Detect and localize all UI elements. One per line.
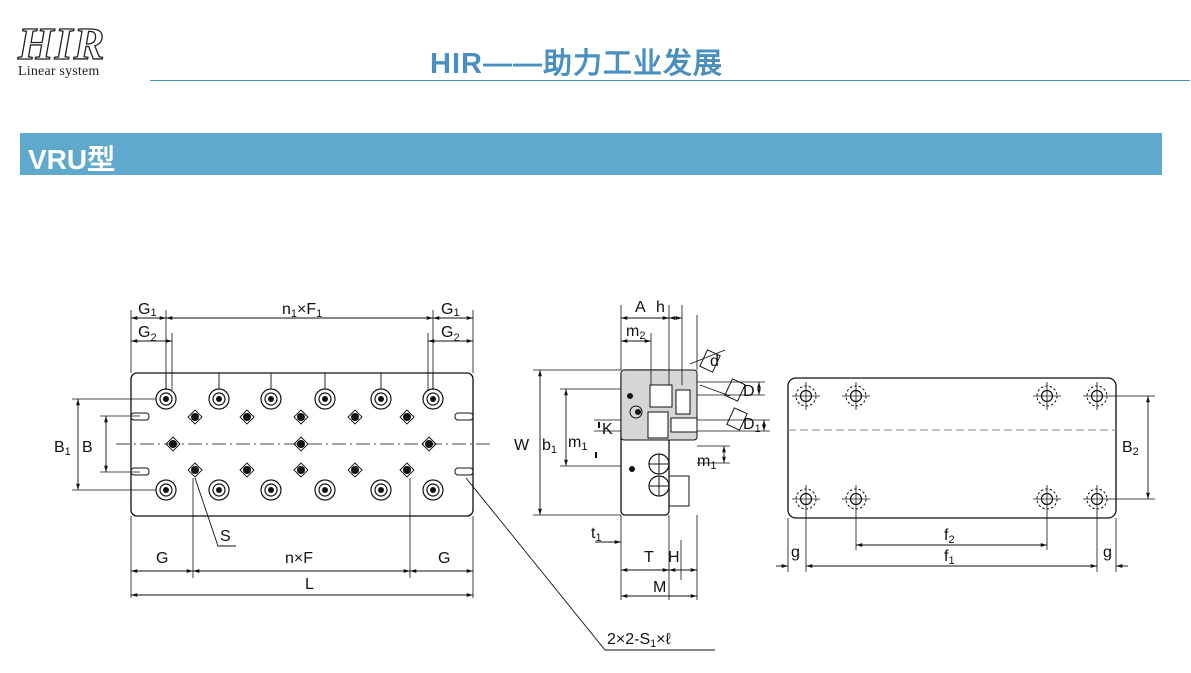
dim-g-small-right: g	[1103, 544, 1112, 561]
dim-f2: f2	[944, 527, 955, 546]
callout-s1: 2×2-S1×ℓ	[607, 631, 671, 650]
s1-leader	[465, 477, 715, 651]
page-title: HIR——助力工业发展	[430, 48, 723, 80]
dim-w: W	[514, 437, 530, 454]
dim-f1: f1	[944, 548, 955, 567]
dim-k: K	[602, 421, 613, 438]
dim-g-right: G	[438, 550, 450, 567]
dim-b1: B1	[54, 439, 71, 458]
front-view: G1 G2 n1×F1 G1 G2 B1 B S G n×F G L	[54, 301, 715, 651]
section-title: VRU型	[28, 144, 116, 175]
dim-m2: m2	[626, 323, 645, 342]
dim-d-small: d	[710, 353, 719, 370]
dim-g-left: G	[156, 550, 168, 567]
dim-a: A	[635, 299, 646, 316]
manifold-body	[130, 372, 474, 517]
dim-d: D	[743, 383, 755, 400]
bottom-body	[787, 377, 1117, 519]
dim-g2-right: G2	[441, 324, 460, 344]
dim-d1: D1	[743, 416, 761, 435]
dim-g2-left: G2	[138, 324, 157, 344]
dim-t: T	[644, 549, 654, 566]
side-view: A h m2 d D D1 W b1 m1 K m1 t1 T H M	[514, 299, 770, 600]
dim-b1-side: b1	[542, 437, 557, 456]
dim-b2: B2	[1122, 439, 1139, 458]
dim-b: B	[82, 439, 93, 456]
dim-m: M	[653, 579, 666, 596]
section-bar: VRU型	[20, 133, 1162, 175]
dim-g1-left: G1	[138, 301, 157, 319]
logo-mark: HIR	[17, 18, 106, 69]
s-leader	[194, 477, 236, 547]
dim-t1: t1	[591, 525, 602, 544]
dim-h: H	[668, 549, 680, 566]
bottom-view: B2 f2 f1 g g	[776, 377, 1155, 572]
dim-g1-right: G1	[441, 301, 460, 319]
end-slots	[130, 412, 474, 476]
dim-g-small-left: g	[791, 544, 800, 561]
dim-nf: n×F	[285, 550, 313, 567]
header-divider	[150, 80, 1190, 81]
top-port-row	[155, 373, 444, 410]
dim-m1-right: m1	[697, 453, 716, 472]
dim-h-small: h	[656, 299, 665, 316]
outlet-rows	[165, 409, 437, 478]
dim-l: L	[305, 576, 314, 593]
label-s: S	[220, 528, 231, 545]
dim-n1f1: n1×F1	[282, 301, 322, 320]
hir-logo: HIR Linear system	[17, 18, 138, 88]
dim-m1-left: m1	[568, 434, 587, 453]
logo-subtitle: Linear system	[18, 64, 100, 79]
side-bottom-ports	[648, 453, 690, 507]
